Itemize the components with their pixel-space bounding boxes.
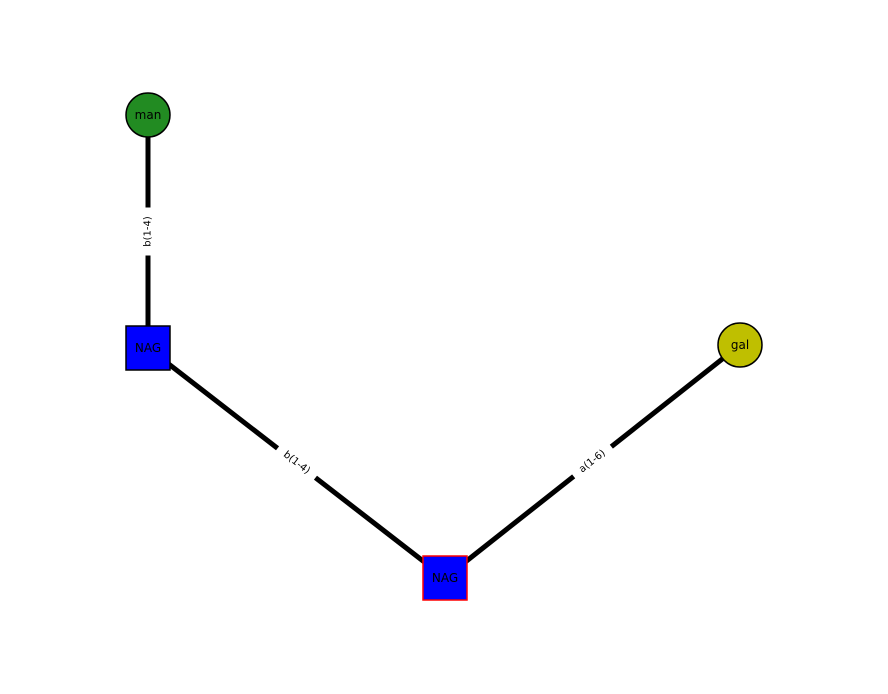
node-shape-nag1 (125, 325, 171, 371)
edge-label-bg (273, 442, 320, 484)
node-shape-man (125, 92, 171, 138)
node-label-gal: gal (731, 338, 749, 352)
node-shape-gal (717, 322, 763, 368)
node-man: man (125, 92, 171, 138)
edge-label-bg (139, 207, 157, 256)
edge-label-text: b(1-4) (143, 216, 154, 247)
node-label-nag2: NAG (432, 571, 458, 585)
node-label-nag1: NAG (135, 341, 161, 355)
edge-label-nag2-gal: a(1-6) (569, 441, 616, 482)
node-nag1: NAG (125, 325, 171, 371)
node-nag2: NAG (422, 555, 468, 601)
node-gal: gal (717, 322, 763, 368)
node-shape-nag2 (422, 555, 468, 601)
node-label-man: man (135, 108, 162, 122)
edge-label-man-nag1: b(1-4) (139, 207, 157, 256)
edge-label-bg (569, 441, 616, 482)
edge-label-nag1-nag2: b(1-4) (273, 442, 320, 484)
